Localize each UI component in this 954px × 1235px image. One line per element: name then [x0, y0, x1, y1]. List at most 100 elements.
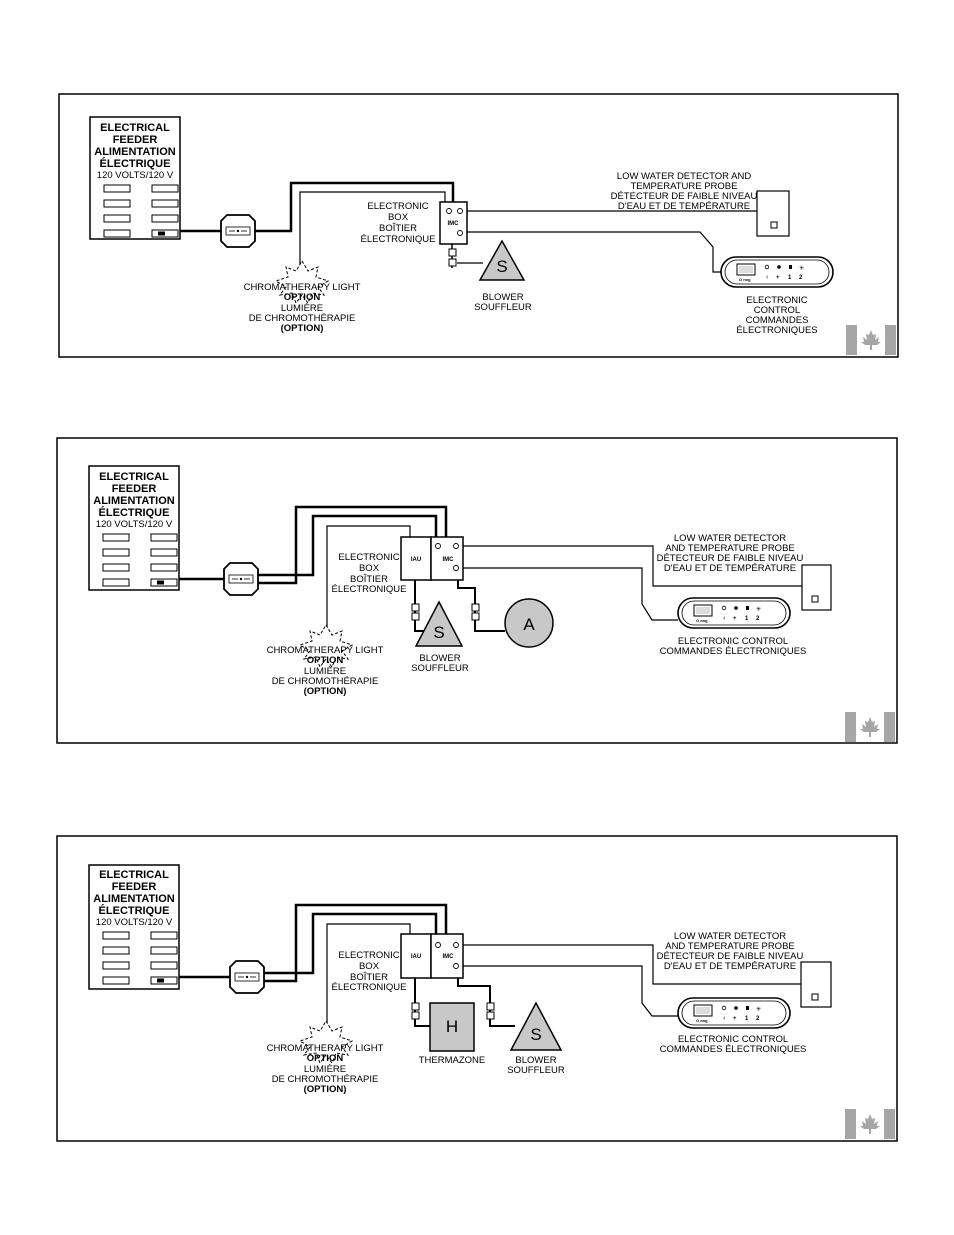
ebox-label-3: BOÎTIER [350, 574, 388, 585]
blower-symbol: S [433, 623, 444, 642]
chromo-label-5: (OPTION) [304, 686, 347, 697]
wires [180, 181, 757, 273]
control-label-2: CONTROL [754, 305, 800, 316]
gfci-icon [229, 960, 265, 994]
control-pad-icon [720, 256, 834, 288]
control-pad-icon [677, 597, 791, 629]
panel-border [56, 835, 898, 1142]
control-label-1: ELECTRONIC [746, 295, 807, 306]
control-label-a: ELECTRONIC CONTROL [678, 636, 788, 647]
electrical-feeder: ELECTRICAL FEEDER ALIMENTATION ÉLECTRIQU… [88, 465, 180, 591]
iau-label: IAU [411, 557, 421, 563]
feeder-label-2: FEEDER [112, 483, 157, 495]
feeder-label-3: ALIMENTATION [94, 146, 176, 158]
blower-label-2: SOUFFLEUR [507, 1065, 565, 1076]
control-pad-icon [677, 997, 791, 1029]
blower-label-2: SOUFFLEUR [474, 302, 532, 313]
feeder-label-2: FEEDER [113, 134, 158, 146]
canada-flag-icon [845, 712, 895, 742]
electronic-box: IMC [439, 201, 468, 267]
feeder-label-4: ÉLECTRIQUE [99, 904, 170, 917]
feeder-voltage: 120 VOLTS/120 V [97, 170, 174, 181]
feeder-label-3: ALIMENTATION [93, 893, 175, 905]
blower-label-1: BLOWER [482, 292, 523, 303]
blower-label-2: SOUFFLEUR [411, 663, 469, 674]
control-label-4: ÉLECTRONIQUES [736, 325, 817, 336]
chromo-label-5: (OPTION) [281, 323, 324, 334]
chromo-label-3: LUMIÈRE [281, 303, 323, 314]
gfci-icon [220, 214, 256, 248]
aux-symbol: A [523, 615, 535, 634]
blower-label-1: BLOWER [419, 653, 460, 664]
chromo-label-4: DE CHROMOTHÉRAPIE [272, 1074, 379, 1085]
control-label-b: COMMANDES ÉLECTRONIQUES [660, 646, 807, 657]
feeder-voltage: 120 VOLTS/120 V [96, 917, 173, 928]
blower-icon: S [509, 1001, 563, 1051]
low-water-detector [756, 190, 790, 237]
detector-label-1: LOW WATER DETECTOR [674, 931, 786, 942]
detector-label-3: DÉTECTEUR DE FAIBLE NIVEAU [611, 191, 758, 202]
feeder-voltage: 120 VOLTS/120 V [96, 519, 173, 530]
blower-icon: S [414, 600, 464, 647]
electronic-box: IAU IMC [400, 536, 480, 621]
low-water-detector [801, 564, 832, 611]
electronic-box: IAU IMC [400, 933, 495, 1020]
heater-label: THERMAZONE [419, 1055, 486, 1066]
ebox-label-1: ELECTRONIC [338, 552, 399, 563]
ebox-label-1: ELECTRONIC [367, 201, 428, 212]
feeder-label-3: ALIMENTATION [93, 495, 175, 507]
chromo-label-4: DE CHROMOTHÉRAPIE [249, 313, 356, 324]
auxiliary-pump-icon: A [504, 598, 554, 648]
detector-label-1: LOW WATER DETECTOR [674, 533, 786, 544]
detector-label-3: DÉTECTEUR DE FAIBLE NIVEAU [657, 553, 804, 564]
detector-label-4: D'EAU ET DE TEMPÉRATURE [664, 961, 796, 972]
chromo-label-1: CHROMATHERAPY LIGHT [244, 282, 361, 293]
imc-label: IMC [448, 221, 460, 227]
detector-label-4: D'EAU ET DE TEMPÉRATURE [618, 201, 750, 212]
control-label-a: ELECTRONIC CONTROL [678, 1034, 788, 1045]
ebox-label-4: ÉLECTRONIQUE [361, 234, 436, 245]
chromo-label-1: CHROMATHERAPY LIGHT [267, 1043, 384, 1054]
imc-label: IMC [443, 954, 455, 960]
electrical-feeder: ELECTRICAL FEEDER ALIMENTATION ÉLECTRIQU… [89, 116, 181, 240]
blower-symbol: S [530, 1025, 541, 1044]
control-label-b: COMMANDES ÉLECTRONIQUES [660, 1044, 807, 1055]
ebox-label-4: ÉLECTRONIQUE [332, 982, 407, 993]
feeder-label-1: ELECTRICAL [99, 471, 169, 483]
detector-label-2: AND TEMPERATURE PROBE [665, 941, 795, 952]
control-label-3: COMMANDES [746, 315, 809, 326]
detector-label-2: AND TEMPERATURE PROBE [665, 543, 795, 554]
ebox-label-2: BOX [359, 961, 380, 972]
ebox-label-3: BOÎTIER [379, 223, 417, 234]
chromo-label-3: LUMIÈRE [304, 1064, 346, 1075]
ebox-label-2: BOX [388, 212, 409, 223]
feeder-label-4: ÉLECTRIQUE [99, 506, 170, 519]
canada-flag-icon [846, 325, 896, 355]
chromo-label-3: LUMIÈRE [304, 666, 346, 677]
feeder-label-2: FEEDER [112, 881, 157, 893]
electrical-feeder: ELECTRICAL FEEDER ALIMENTATION ÉLECTRIQU… [88, 864, 180, 990]
panel-border [56, 437, 898, 744]
wiring-panel-1: ELECTRICAL FEEDER ALIMENTATION ÉLECTRIQU… [58, 93, 899, 358]
detector-label-4: D'EAU ET DE TEMPÉRATURE [664, 563, 796, 574]
blower-icon: S [478, 239, 526, 281]
gfci-icon [223, 562, 259, 596]
wires [179, 505, 802, 632]
canada-flag-icon [845, 1109, 895, 1139]
blower-symbol: S [496, 257, 507, 276]
chromo-label-1: CHROMATHERAPY LIGHT [267, 645, 384, 656]
heater-symbol: H [446, 1017, 458, 1036]
chromo-label-5: (OPTION) [304, 1084, 347, 1095]
ebox-label-3: BOÎTIER [350, 972, 388, 983]
detector-label-1: LOW WATER DETECTOR AND [617, 171, 752, 182]
chromo-label-2: OPTION [284, 292, 321, 303]
detector-label-3: DÉTECTEUR DE FAIBLE NIVEAU [657, 951, 804, 962]
wiring-panel-2: ELECTRICAL FEEDER ALIMENTATION ÉLECTRIQU… [56, 437, 898, 744]
feeder-label-1: ELECTRICAL [100, 122, 170, 134]
blower-label-1: BLOWER [515, 1055, 556, 1066]
ebox-label-2: BOX [359, 563, 380, 574]
heater-icon: H [429, 1002, 475, 1052]
ebox-label-4: ÉLECTRONIQUE [332, 584, 407, 595]
feeder-label-4: ÉLECTRIQUE [100, 157, 171, 170]
chromo-label-2: OPTION [307, 1053, 344, 1064]
